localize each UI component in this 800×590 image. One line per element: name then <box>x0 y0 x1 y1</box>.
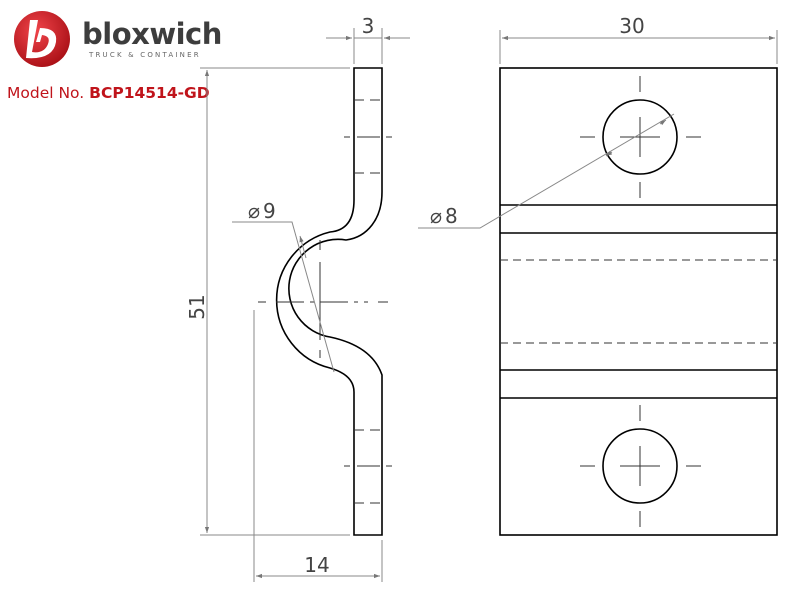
diameter-symbol-icon: ⌀ <box>430 204 442 228</box>
front-view <box>499 67 778 536</box>
model-line: Model No. BCP14514-GD <box>7 84 210 102</box>
side-view-center-marks <box>258 136 392 467</box>
top-hole <box>602 99 678 175</box>
model-label: Model No. <box>7 84 85 102</box>
dim-depth-label: 14 <box>304 553 329 577</box>
brand-name: bloxwich <box>82 17 222 51</box>
dimension-lines <box>200 28 778 582</box>
bend-diameter-value: 9 <box>263 199 276 223</box>
diameter-symbol-icon: ⌀ <box>248 199 260 223</box>
brand-tagline: TRUCK & CONTAINER <box>89 51 201 59</box>
dim-thickness-label: 3 <box>362 14 375 38</box>
dim-width-label: 30 <box>619 14 644 38</box>
bottom-hole <box>602 428 678 504</box>
hole-diameter-value: 8 <box>445 204 458 228</box>
swoosh-b-logo-icon <box>14 11 70 67</box>
front-outline <box>499 67 778 536</box>
dimension-labels: 3 30 14 51 ⌀9 ⌀8 <box>185 14 645 577</box>
brand-logo <box>8 8 223 70</box>
side-profile-outline <box>275 67 383 536</box>
side-view <box>275 67 383 536</box>
front-view-hidden-lines <box>500 259 777 344</box>
dim-height-label: 51 <box>185 294 209 319</box>
model-number: BCP14514-GD <box>89 84 210 102</box>
side-view-hidden-lines <box>354 99 382 504</box>
dim-bend-diameter-label: ⌀9 <box>248 199 276 223</box>
front-view-center-marks <box>580 76 701 527</box>
dim-hole-diameter-label: ⌀8 <box>430 204 458 228</box>
